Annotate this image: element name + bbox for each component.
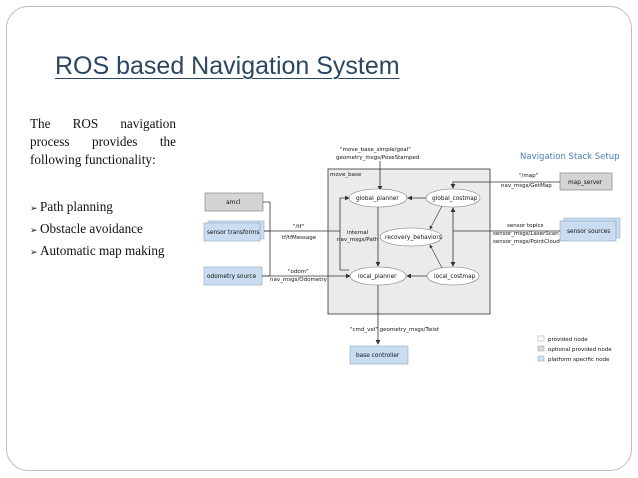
- recovery-behaviors-label: recovery_behaviors: [385, 235, 442, 241]
- base-controller-node: [349, 345, 409, 365]
- map-type-label: nav_msgs/GetMap: [501, 183, 552, 189]
- arrow-bullet-icon: ➢: [30, 226, 38, 236]
- slide-title: ROS based Navigation System: [55, 52, 400, 80]
- map-server-label: map_server: [568, 180, 603, 186]
- bullet-label: Automatic map making: [40, 243, 165, 258]
- legend-swatch-provided: [537, 335, 545, 342]
- amcl-label: amcl: [226, 199, 241, 206]
- navigation-stack-diagram: Navigation Stack Setup move_base "move_b…: [203, 147, 621, 365]
- goal-type-label: geometry_msgs/PoseStamped: [336, 155, 419, 161]
- internal-label-2: nav_msgs/Path: [337, 237, 379, 243]
- laser-type-label: sensor_msgs/LaserScan: [493, 231, 559, 237]
- slide-frame: [6, 6, 632, 471]
- sensor-topics-label: sensor topics: [507, 223, 544, 229]
- local-costmap-label: local_costmap: [434, 274, 476, 280]
- tf-type-label: tf/tfMessage: [282, 235, 317, 241]
- legend-swatch-platform: [537, 355, 545, 362]
- bullet-item: ➢Path planning: [30, 199, 165, 221]
- sensor-transforms-node: [203, 222, 261, 242]
- legend-swatch-optional: [537, 345, 545, 352]
- sensor-sources-label: sensor sources: [567, 229, 610, 235]
- goal-topic-label: "move_base_simple/goal": [340, 147, 411, 153]
- sensor-transforms-label: sensor transforms: [207, 230, 260, 236]
- legend: provided node optional provided node pla…: [537, 335, 612, 363]
- arrow-bullet-icon: ➢: [30, 204, 38, 214]
- global-planner-label: global_planner: [356, 196, 399, 202]
- arrow-bullet-icon: ➢: [30, 248, 38, 258]
- bullet-list: ➢Path planning ➢Obstacle avoidance ➢Auto…: [30, 199, 165, 265]
- internal-label-1: internal: [347, 230, 369, 236]
- bullet-label: Obstacle avoidance: [40, 221, 143, 236]
- cloud-type-label: sensor_msgs/PointCloud: [493, 239, 560, 245]
- bullet-item: ➢Obstacle avoidance: [30, 221, 165, 243]
- move-base-label: move_base: [330, 172, 362, 178]
- intro-paragraph: The ROS navigation process provides the …: [30, 116, 176, 167]
- diagram-heading: Navigation Stack Setup: [520, 152, 620, 162]
- legend-label-platform: platform specific node: [548, 357, 610, 363]
- base-controller-label: base controller: [356, 353, 400, 359]
- tf-topic-label: "/tf": [293, 224, 304, 230]
- global-costmap-label: global_costmap: [432, 196, 478, 202]
- odom-type-label: nav_msgs/Odometry: [270, 277, 328, 283]
- legend-label-optional: optional provided node: [548, 347, 612, 353]
- map-topic-label: "/map": [519, 173, 538, 179]
- cmd-vel-label: "cmd_vel" geometry_msgs/Twist: [350, 327, 440, 333]
- recovery-behaviors-node: [379, 227, 443, 247]
- bullet-item: ➢Automatic map making: [30, 243, 165, 265]
- bullet-label: Path planning: [40, 199, 113, 214]
- map-server-node: [559, 172, 613, 191]
- odometry-source-label: odometry source: [207, 274, 257, 280]
- local-planner-label: local_planner: [358, 274, 397, 280]
- odom-topic-label: "odom": [288, 269, 309, 275]
- legend-label-provided: provided node: [548, 337, 588, 343]
